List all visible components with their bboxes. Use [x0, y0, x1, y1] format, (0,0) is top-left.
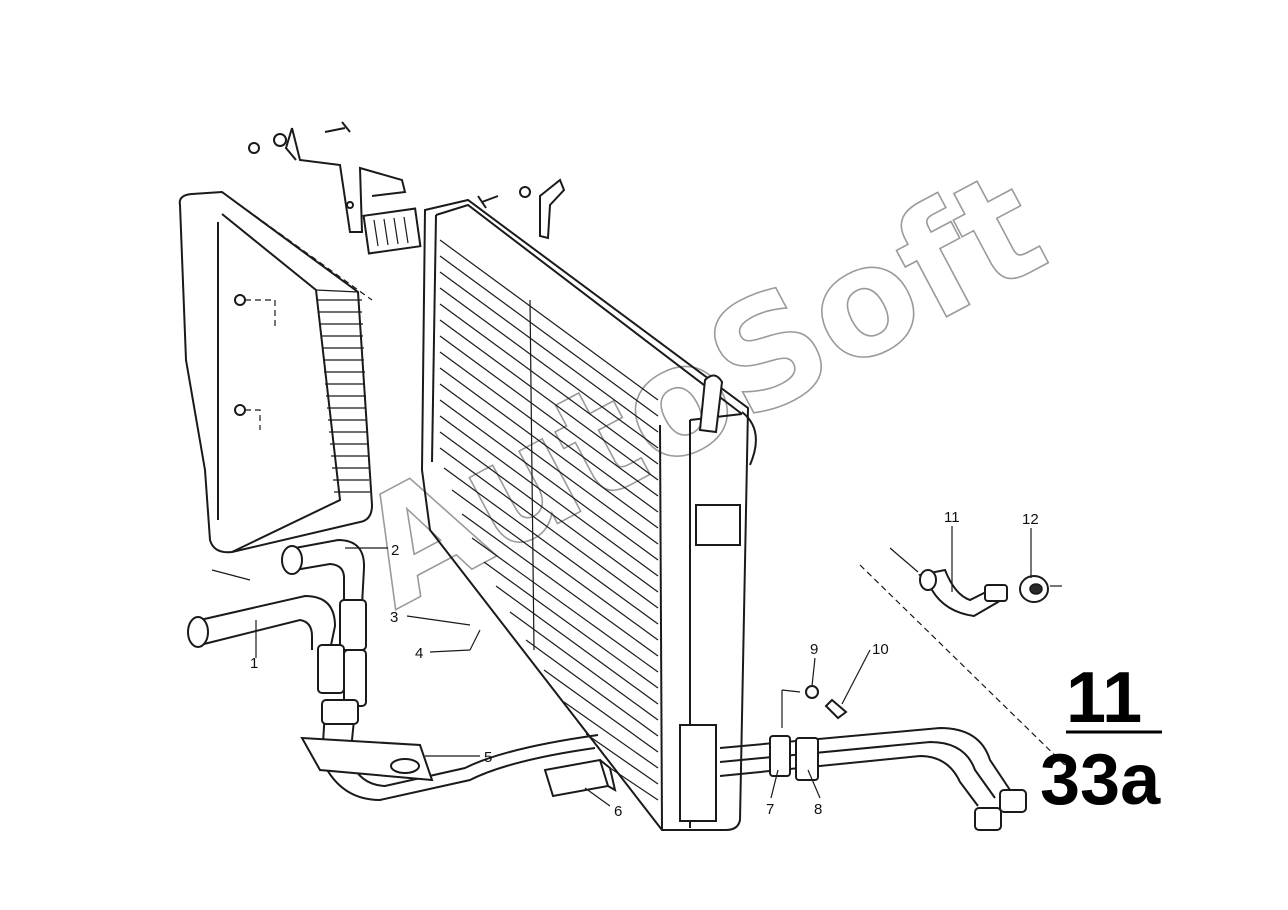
callout-8: 8	[814, 801, 822, 818]
callout-9: 9	[810, 641, 818, 658]
callout-3: 3	[390, 609, 398, 626]
callout-10: 10	[872, 641, 889, 658]
pipe-clamp	[543, 758, 617, 798]
oil-pipe-right	[719, 726, 1027, 831]
callout-2: 2	[391, 542, 399, 559]
oil-pipe-lower	[300, 699, 599, 802]
top-bracket	[248, 121, 422, 255]
group-number: 11 33a	[1040, 658, 1162, 820]
temperature-switch-assembly	[859, 547, 1071, 771]
hose-lower	[187, 594, 345, 694]
group-number-major: 11	[1066, 658, 1142, 738]
radiator-shroud	[178, 190, 374, 554]
callout-5: 5	[484, 749, 492, 766]
callout-4: 4	[415, 645, 423, 662]
callout-7: 7	[766, 801, 774, 818]
leader-lines	[211, 526, 1062, 807]
radiator-core	[420, 198, 757, 831]
callout-6: 6	[614, 803, 622, 820]
callout-numbers: 1 2 3 4 5 6 7 8 9 10 11 12	[250, 509, 1039, 820]
callout-11: 11	[944, 509, 960, 526]
callout-12: 12	[1022, 511, 1039, 528]
group-number-sub: 33a	[1040, 740, 1161, 820]
sealing-ring	[1019, 575, 1049, 603]
right-top-bracket	[477, 178, 566, 240]
washer-and-bolt	[781, 685, 848, 728]
callout-1: 1	[250, 655, 258, 672]
